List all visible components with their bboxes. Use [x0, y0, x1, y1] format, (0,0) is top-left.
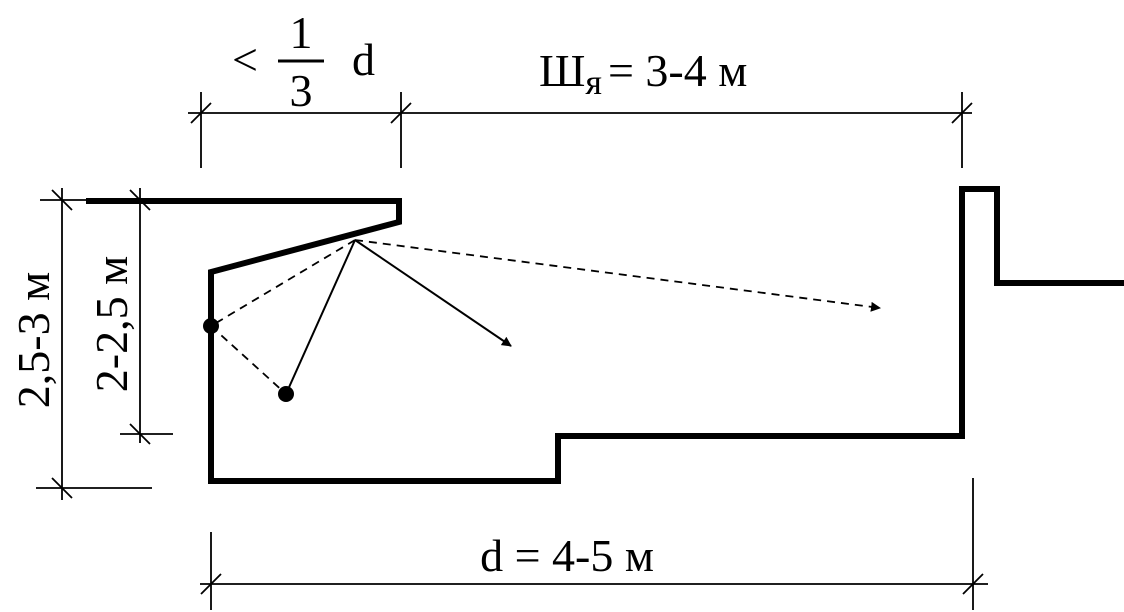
- dimension-lines: [36, 92, 988, 610]
- room-depth-label: d = 4-5 м: [480, 530, 654, 581]
- dashed-ray: [354, 239, 881, 312]
- dimension-tick: [962, 573, 984, 595]
- dimension-tick: [51, 477, 73, 499]
- solid-ray: [285, 239, 356, 395]
- width-subscript: я: [585, 62, 602, 102]
- room-outline: [86, 186, 1124, 484]
- dimension-tick: [190, 102, 212, 124]
- width-value: = 3-4 м: [608, 45, 747, 96]
- window-wall-and-floor: [86, 186, 1124, 484]
- solid-ray: [354, 239, 512, 347]
- fraction-variable: d: [352, 34, 375, 85]
- inner-height-label: 2-2,5 м: [86, 256, 137, 392]
- dimension-tick: [951, 102, 973, 124]
- wall-point: [203, 318, 219, 334]
- dimension-tick: [390, 102, 412, 124]
- dimension-tick: [51, 189, 73, 211]
- dashed-ray: [210, 325, 287, 395]
- outer-height-label: 2,5-3 м: [8, 272, 59, 408]
- fraction-denominator: 3: [290, 65, 313, 116]
- less-than-sign: <: [232, 34, 258, 85]
- labels: < 1 3 d Шя= 3-4 м d = 4-5 м 2,5-3 м 2-2,…: [8, 7, 747, 581]
- light-rays: [210, 239, 881, 395]
- reflection-points: [203, 318, 294, 402]
- width-letter: Ш: [539, 45, 585, 96]
- work-point: [278, 386, 294, 402]
- dimension-tick: [200, 573, 222, 595]
- room-width-label: Шя= 3-4 м: [539, 45, 747, 102]
- fraction-numerator: 1: [290, 7, 313, 58]
- dimension-tick: [129, 423, 151, 445]
